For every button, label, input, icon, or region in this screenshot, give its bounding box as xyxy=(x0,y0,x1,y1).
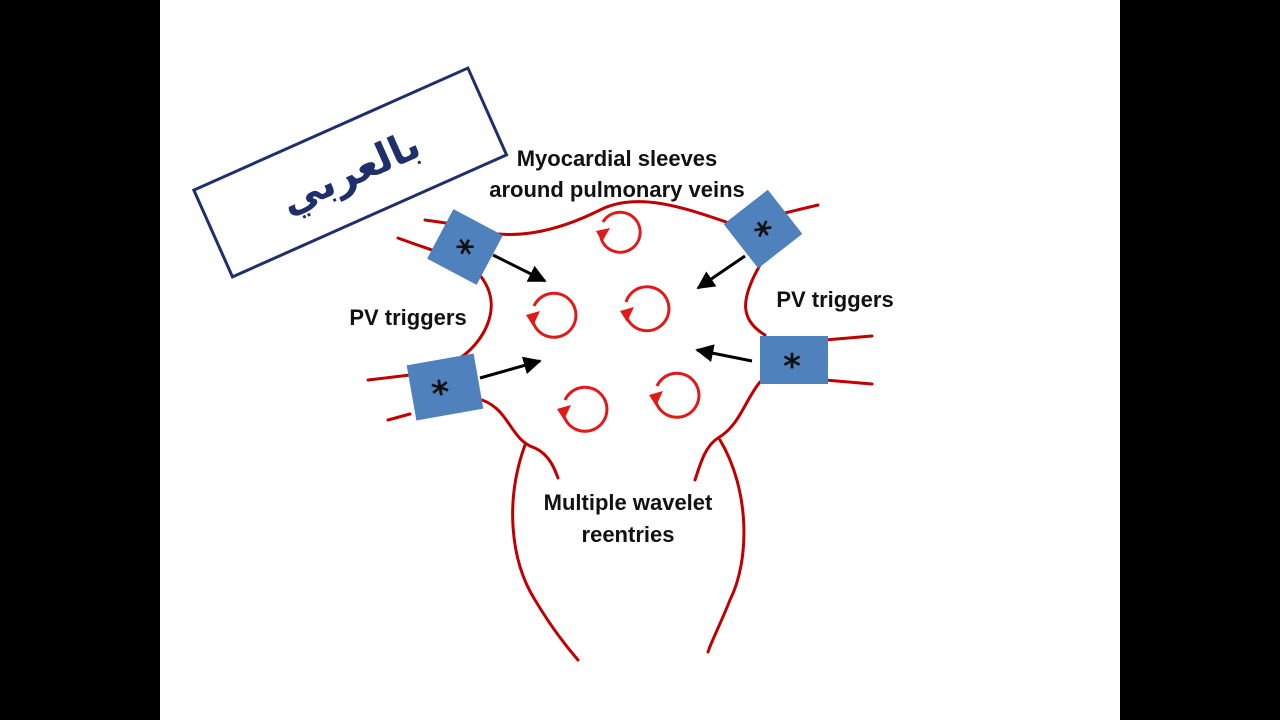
left-lower-wall xyxy=(480,398,560,480)
wavelet-mid-right xyxy=(620,285,671,333)
label-sleeves-line1: Myocardial sleeves xyxy=(517,146,718,171)
lower-left-vein-lower-edge xyxy=(386,412,412,422)
trigger-upper-left: * xyxy=(427,209,503,285)
left-outflow-wall xyxy=(511,443,580,662)
label-sleeves-line2: around pulmonary veins xyxy=(489,177,745,202)
trigger-asterisk: * xyxy=(783,347,801,387)
wall-top-curve xyxy=(458,200,737,236)
label-pv-triggers-left: PV triggers xyxy=(349,305,466,330)
trigger-upper-right: * xyxy=(723,189,803,269)
atrium-diagram: بالعربي * * * * xyxy=(191,66,894,662)
label-pv-triggers-right: PV triggers xyxy=(776,287,893,312)
right-vein-lower-edge xyxy=(823,378,874,386)
wavelet-top xyxy=(596,210,642,254)
right-vein-upper-edge xyxy=(823,334,874,342)
arrow-upper-right xyxy=(696,254,746,290)
wavelet-bottom-right xyxy=(649,371,701,419)
trigger-box xyxy=(760,336,828,384)
wavelet-mid-left xyxy=(526,291,578,339)
label-wavelet-line1: Multiple wavelet xyxy=(544,490,713,515)
label-wavelet-line2: reentries xyxy=(582,522,675,547)
trigger-lower-left: * xyxy=(406,353,484,421)
right-lower-wall xyxy=(693,380,762,482)
trigger-box xyxy=(723,189,803,269)
right-side-wall xyxy=(744,263,767,337)
trigger-right: * xyxy=(760,336,828,387)
lower-left-vein-upper-edge xyxy=(366,373,412,382)
atrial-wall xyxy=(366,200,874,662)
right-outflow-wall xyxy=(706,438,746,654)
trigger-box xyxy=(406,353,484,421)
trigger-box xyxy=(427,209,503,285)
arrow-lower-left xyxy=(479,356,542,380)
arrow-right xyxy=(695,344,753,363)
arrow-upper-left xyxy=(492,253,547,283)
slide: بالعربي * * * * xyxy=(160,0,1120,720)
wavelet-bottom-left xyxy=(557,385,609,433)
badge-frame xyxy=(191,66,509,279)
